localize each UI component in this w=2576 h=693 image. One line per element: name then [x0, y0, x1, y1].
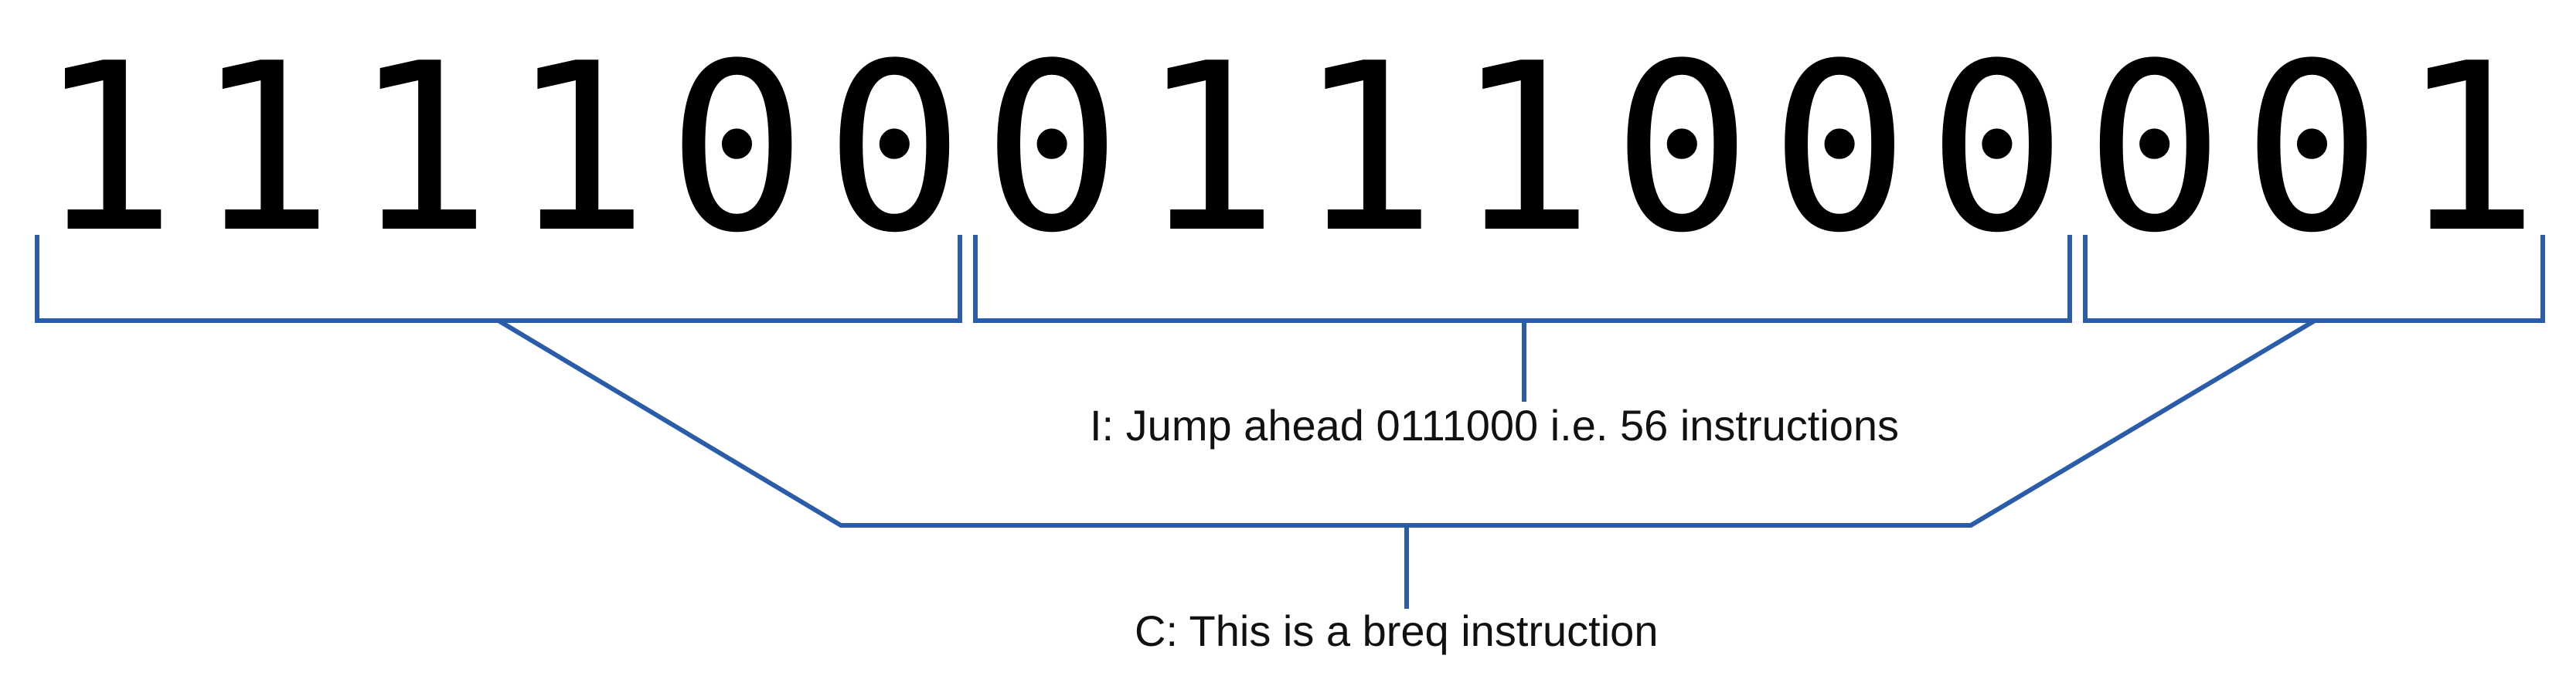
i-field-label: I: Jump ahead 0111000 i.e. 56 instructio…	[1090, 401, 1899, 450]
c-field-label: C: This is a breq instruction	[1135, 606, 1658, 655]
bit-digit: 1	[1297, 14, 1437, 284]
bit-digit: 0	[1612, 14, 1752, 284]
bit-digit: 0	[2242, 14, 2382, 284]
bit-digit: 0	[1770, 14, 1910, 284]
bit-digit: 1	[37, 14, 177, 284]
bit-digit: 0	[1928, 14, 2067, 284]
c-field-connector	[497, 318, 2316, 609]
bit-digit: 1	[195, 14, 335, 284]
bit-digit: 1	[352, 14, 492, 284]
bit-digit: 1	[1455, 14, 1594, 284]
bit-digit: 1	[1140, 14, 1280, 284]
bit-digit: 0	[825, 14, 965, 284]
field-brackets	[35, 235, 2545, 609]
bit-digit: 1	[2400, 14, 2540, 284]
bit-digit: 1	[509, 14, 649, 284]
bit-digit: 0	[982, 14, 1122, 284]
bit-digit: 0	[667, 14, 807, 284]
bit-digit: 0	[2084, 14, 2224, 284]
